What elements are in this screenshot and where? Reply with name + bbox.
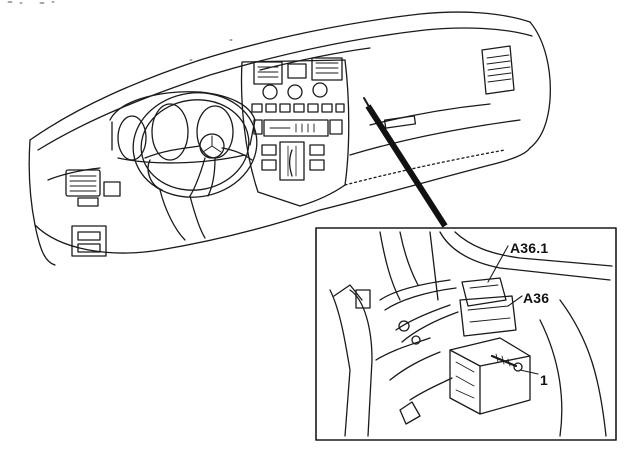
steering-wheel — [132, 92, 258, 241]
dashboard-outline — [28, 11, 551, 266]
right-air-vent — [481, 45, 515, 95]
detail-inset — [315, 227, 617, 441]
leader-a36-1 — [487, 245, 509, 283]
glovebox-handle — [383, 115, 417, 129]
module-a36-1 — [461, 277, 507, 307]
inset-frame — [315, 227, 617, 441]
lower-left-switch-panel — [71, 225, 107, 257]
pointer-arrow — [363, 97, 448, 228]
center-console — [240, 57, 350, 207]
label-fastener: 1 — [540, 372, 548, 388]
leader-a36 — [507, 295, 523, 307]
glovebox-edge — [369, 103, 491, 126]
module-a36 — [459, 295, 517, 337]
left-air-vent — [65, 169, 121, 207]
leader-1 — [519, 369, 539, 375]
fastener-screw — [490, 353, 523, 372]
label-a36: A36 — [523, 290, 550, 306]
label-a36-1: A36.1 — [510, 240, 549, 256]
control-unit — [449, 337, 531, 415]
